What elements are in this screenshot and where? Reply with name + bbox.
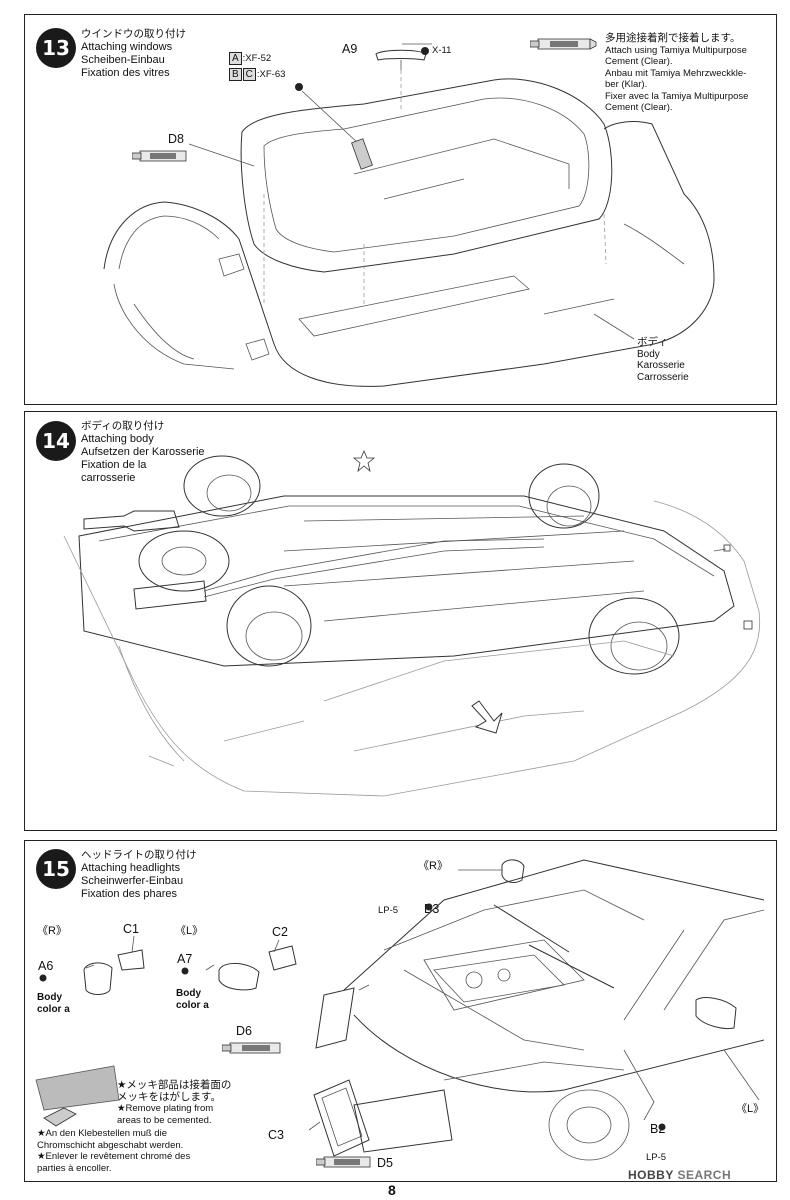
step-14-number: 14 [36,421,76,461]
side-r-label-top: 《R》 [418,860,448,872]
step-13-title-en: Attaching windows [81,41,173,53]
page-number: 8 [388,1182,396,1198]
cement-instructions: 多用途接着剤で接着します。 Attach using Tamiya Multip… [605,32,749,113]
step-13-number: 13 [36,28,76,68]
cement-tube-icon [530,38,597,50]
step-14-panel [24,411,777,831]
part-c2-label: C2 [272,925,288,939]
down-arrow-icon [471,700,503,734]
cement-tube-d6-icon [222,1042,281,1054]
part-a6-label: A6 [38,959,54,973]
step-14-title-en: Attaching body [81,433,154,445]
part-a7-label: A7 [177,952,193,966]
side-r-label-left: 《R》 [37,925,67,937]
body-label: ボディ Body Karosserie Carrosserie [637,336,689,383]
step-15-title-en: Attaching headlights [81,862,181,874]
step-15-title-jp: ヘッドライトの取り付け [81,849,197,861]
part-d8-label: D8 [168,132,184,146]
step-13-title-jp: ウインドウの取り付け [81,28,186,40]
plating-note: ★メッキ部品は接着面の メッキをはがします。 ★Remove plating f… [117,1079,232,1126]
side-l-label-left: 《L》 [175,925,204,937]
cement-tube-d8-icon [132,150,187,162]
cement-star-icon [352,449,376,473]
paint-lp5-b2: LP-5 [646,1152,667,1163]
body-color-a6: Body color a [37,992,70,1015]
paint-code-a: A:XF-52 [229,52,271,65]
watermark-logo: HOBBY SEARCH [628,1168,732,1182]
step-13-title-fr: Fixation des vitres [81,67,170,79]
part-d5-label: D5 [377,1156,393,1170]
step-15-number: 15 [36,849,76,889]
step-15-title-fr: Fixation des phares [81,888,177,900]
step-14-title-fr2: carrosserie [81,472,136,484]
part-d6-label: D6 [236,1024,252,1038]
part-c1-label: C1 [123,922,139,936]
step-13-title: ウインドウの取り付け Attaching windows Scheiben-Ei… [81,28,186,80]
step-14-title-jp: ボディの取り付け [81,420,165,432]
plating-note-de-fr: ★An den Klebestellen muß die Chromschich… [37,1128,191,1174]
step-14-title-de: Aufsetzen der Karosserie [81,446,205,458]
step-14-title-fr1: Fixation de la [81,459,147,471]
side-l-label-right: 《L》 [736,1103,765,1115]
paint-lp5-b3: LP-5 [378,905,399,916]
part-x11-label: X-11 [432,45,452,56]
step-15-panel [24,840,777,1182]
step-15-title: ヘッドライトの取り付け Attaching headlights Scheinw… [81,849,197,901]
body-color-a7: Body color a [176,988,209,1011]
step-14-chassis-drawing [63,449,761,797]
step-13-title-de: Scheiben-Einbau [81,54,165,66]
step-15-title-de: Scheinwerfer-Einbau [81,875,184,887]
plating-part-icon [35,1065,120,1111]
step-13-panel [24,14,777,405]
step-15-headlight-drawing [35,859,765,1161]
part-c3-label: C3 [268,1128,284,1142]
step-13-body-drawing [103,43,715,387]
cement-tube-d5-icon [316,1156,371,1168]
part-a9-label: A9 [342,42,358,56]
step-14-title: ボディの取り付け Attaching body Aufsetzen der Ka… [81,420,205,485]
